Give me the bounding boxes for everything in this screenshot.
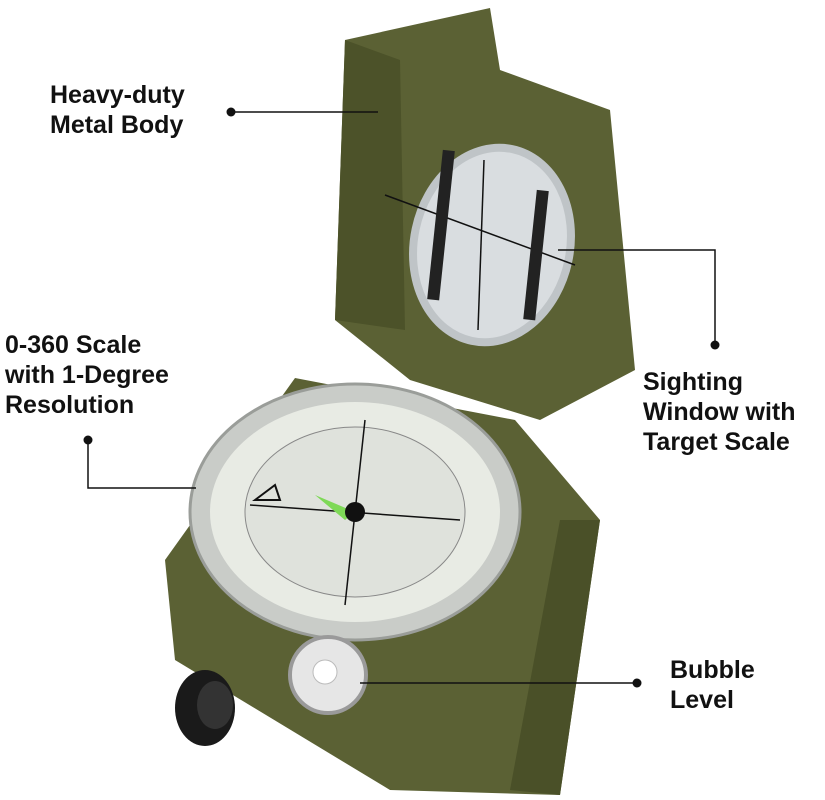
callout-scale-line: with 1-Degree bbox=[5, 361, 169, 389]
callout-body-line: Metal Body bbox=[50, 111, 184, 139]
callout-window-line: Sighting bbox=[643, 368, 743, 396]
callout-body: Heavy-duty Metal Body bbox=[50, 80, 185, 140]
callout-body-line: Heavy-duty bbox=[50, 81, 185, 109]
callout-window-line: Target Scale bbox=[643, 428, 790, 456]
callout-scale-line: Resolution bbox=[5, 391, 135, 419]
callout-line-window bbox=[558, 249, 716, 345]
callout-scale: 0-360 Scale with 1-Degree Resolution bbox=[5, 330, 169, 420]
callout-window: Sighting Window with Target Scale bbox=[643, 367, 796, 457]
callout-window-line: Window with bbox=[643, 398, 796, 426]
callout-line-scale bbox=[87, 440, 196, 489]
needle-icon bbox=[315, 495, 355, 520]
callout-level: Bubble Level bbox=[670, 655, 755, 715]
callout-level-line: Level bbox=[670, 686, 734, 714]
callout-scale-line: 0-360 Scale bbox=[5, 331, 142, 359]
callout-level-line: Bubble bbox=[670, 656, 755, 684]
